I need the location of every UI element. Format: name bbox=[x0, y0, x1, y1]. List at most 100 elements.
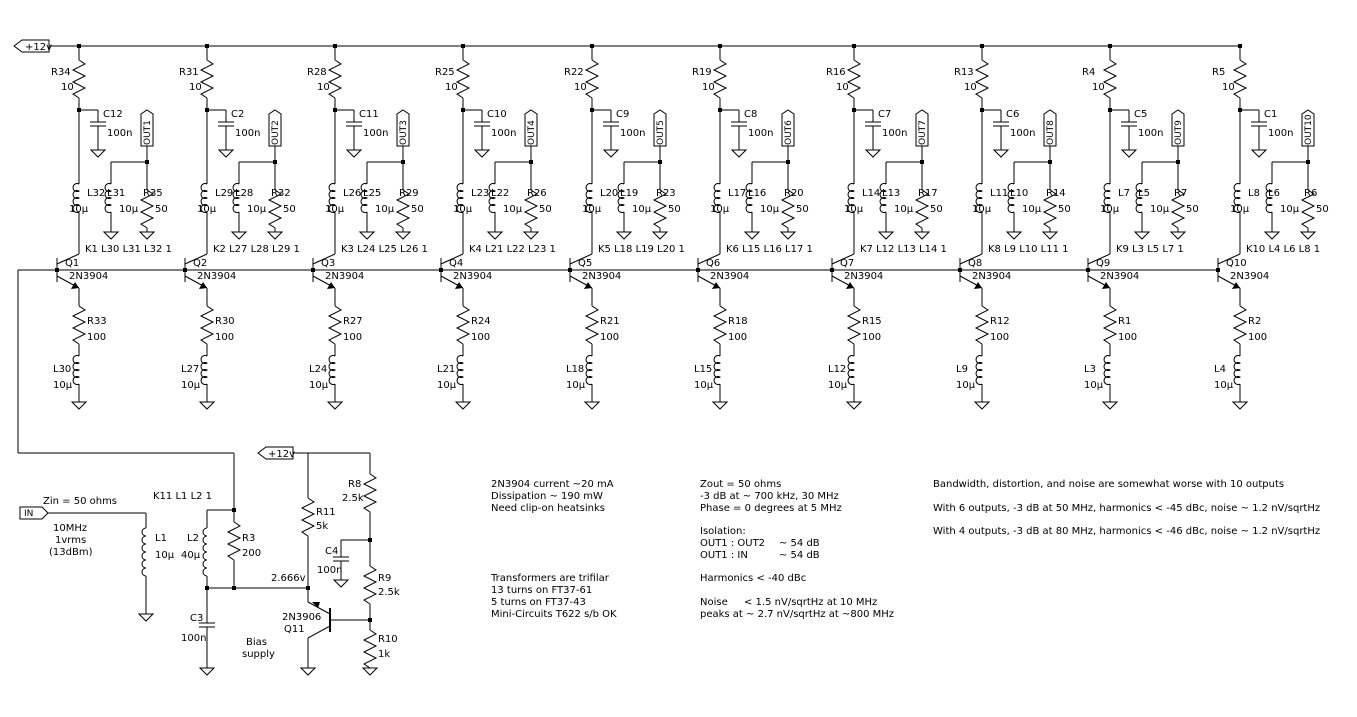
svg-text:Mini-Circuits T622 s/b OK: Mini-Circuits T622 s/b OK bbox=[491, 609, 617, 620]
transistor-collector bbox=[56, 253, 80, 265]
secondary-coil bbox=[1007, 183, 1016, 213]
static-wiring: +12v +12v bbox=[13, 39, 1240, 676]
output-port bbox=[140, 109, 154, 147]
load-resistor-value: 50 bbox=[668, 204, 681, 215]
collector-resistor-ref: R4 bbox=[1082, 67, 1095, 78]
output-port-label: OUT6 bbox=[784, 120, 794, 145]
emitter-coil bbox=[1233, 355, 1242, 385]
collector-resistor-value: 10 bbox=[702, 82, 715, 93]
svg-text:-3 dB at ~ 700 kHz, 30 MHz: -3 dB at ~ 700 kHz, 30 MHz bbox=[700, 491, 839, 502]
ground-symbol bbox=[326, 401, 344, 410]
collector-resistor-ref: R34 bbox=[51, 67, 71, 78]
ground-symbol bbox=[1250, 149, 1268, 158]
secondary-coil-value: 10µ bbox=[247, 204, 267, 215]
emitter-resistor-ref: R1 bbox=[1118, 316, 1131, 327]
svg-text:peaks at ~ 2.7 nV/sqrtHz at ~8: peaks at ~ 2.7 nV/sqrtHz at ~800 MHz bbox=[700, 609, 894, 620]
primary-coil bbox=[200, 183, 209, 213]
primary-coil-ref: L11 bbox=[990, 188, 1008, 199]
secondary-coil bbox=[1265, 183, 1274, 213]
ground-symbol bbox=[299, 667, 317, 676]
secondary-coil bbox=[360, 183, 369, 213]
ground-symbol bbox=[198, 401, 216, 410]
r8-value: 2.5k bbox=[342, 493, 364, 504]
emitter-resistor bbox=[584, 305, 600, 345]
transistor-arrow bbox=[846, 282, 854, 289]
emitter-resistor bbox=[1232, 305, 1248, 345]
secondary-coil-ref: L25 bbox=[363, 188, 381, 199]
load-resistor-value: 50 bbox=[283, 204, 296, 215]
collector-resistor bbox=[455, 59, 471, 99]
junction-dot bbox=[958, 268, 962, 272]
ground-symbol bbox=[877, 231, 895, 240]
emitter-resistor-value: 100 bbox=[343, 332, 362, 343]
ground-symbol bbox=[779, 231, 797, 240]
transistor-ref: Q10 bbox=[1226, 258, 1247, 269]
note-zout: Zout = 50 ohms -3 dB at ~ 700 kHz, 30 MH… bbox=[700, 479, 842, 514]
load-resistor-value: 50 bbox=[1186, 204, 1199, 215]
r8-ref: R8 bbox=[348, 479, 361, 490]
emitter-resistor-ref: R12 bbox=[990, 316, 1010, 327]
output-port-label: OUT8 bbox=[1046, 120, 1056, 145]
svg-text:Need clip-on heatsinks: Need clip-on heatsinks bbox=[491, 503, 605, 514]
bypass-cap-ref: C8 bbox=[744, 109, 757, 120]
collector-resistor bbox=[1102, 59, 1118, 99]
transistor-model: 2N3904 bbox=[197, 271, 236, 282]
ground-symbol bbox=[1133, 231, 1151, 240]
primary-coil-ref: L32 bbox=[87, 188, 105, 199]
ground-symbol bbox=[102, 231, 120, 240]
secondary-coil-ref: L19 bbox=[620, 188, 638, 199]
junction-dot bbox=[568, 268, 572, 272]
coupling-directive: K4 L21 L22 L23 1 bbox=[469, 244, 556, 255]
l2-value: 40µ bbox=[181, 550, 201, 561]
junction-dot bbox=[658, 160, 662, 164]
emitter-resistor-value: 100 bbox=[1118, 332, 1137, 343]
junction-dot bbox=[696, 268, 700, 272]
output-port bbox=[653, 109, 667, 147]
r11-ref: R11 bbox=[316, 507, 336, 518]
bias-node-voltage: 2.666v bbox=[271, 573, 306, 584]
primary-coil bbox=[1233, 183, 1242, 213]
l2-coil bbox=[202, 527, 208, 577]
bypass-cap-value: 100n bbox=[1010, 128, 1035, 139]
source-freq: 10MHz bbox=[53, 523, 87, 534]
r11-value: 5k bbox=[316, 521, 328, 532]
transistor-collector bbox=[831, 253, 855, 265]
secondary-coil bbox=[488, 183, 497, 213]
transistor-ref: Q6 bbox=[706, 258, 720, 269]
emitter-coil-ref: L12 bbox=[828, 364, 846, 375]
emitter-coil-value: 10µ bbox=[181, 380, 201, 391]
collector-resistor-ref: R19 bbox=[692, 67, 712, 78]
coupling-directive: K3 L24 L25 L26 1 bbox=[341, 244, 428, 255]
transistor-ref: Q4 bbox=[449, 258, 463, 269]
primary-coil bbox=[72, 183, 81, 213]
load-resistor bbox=[652, 189, 668, 229]
ground-symbol bbox=[711, 401, 729, 410]
emitter-coil-value: 10µ bbox=[566, 380, 586, 391]
collector-resistor bbox=[974, 59, 990, 99]
q11-ref: Q11 bbox=[284, 624, 305, 635]
emitter-resistor-ref: R18 bbox=[728, 316, 748, 327]
emitter-coil-value: 10µ bbox=[956, 380, 976, 391]
junction-dot bbox=[311, 268, 315, 272]
secondary-coil-ref: L16 bbox=[748, 188, 766, 199]
emitter-coil-ref: L15 bbox=[694, 364, 712, 375]
emitter-coil bbox=[1103, 355, 1112, 385]
coupling-directive: K8 L9 L10 L11 1 bbox=[988, 244, 1069, 255]
svg-text:13 turns on FT37-61: 13 turns on FT37-61 bbox=[491, 585, 592, 596]
emitter-coil-value: 10µ bbox=[437, 380, 457, 391]
emitter-resistor-value: 100 bbox=[1248, 332, 1267, 343]
transistor-model: 2N3904 bbox=[325, 271, 364, 282]
ground-symbol bbox=[486, 231, 504, 240]
bypass-cap-value: 100n bbox=[1138, 128, 1163, 139]
emitter-coil-ref: L9 bbox=[956, 364, 968, 375]
junction-dot bbox=[1176, 160, 1180, 164]
ground-symbol bbox=[138, 231, 156, 240]
emitter-coil bbox=[713, 355, 722, 385]
svg-text:Phase = 0 degrees at 5 MHz: Phase = 0 degrees at 5 MHz bbox=[700, 503, 842, 514]
bypass-cap-ref: C11 bbox=[359, 109, 379, 120]
collector-resistor bbox=[584, 59, 600, 99]
primary-coil-value: 10µ bbox=[710, 204, 730, 215]
ground-symbol bbox=[70, 401, 88, 410]
